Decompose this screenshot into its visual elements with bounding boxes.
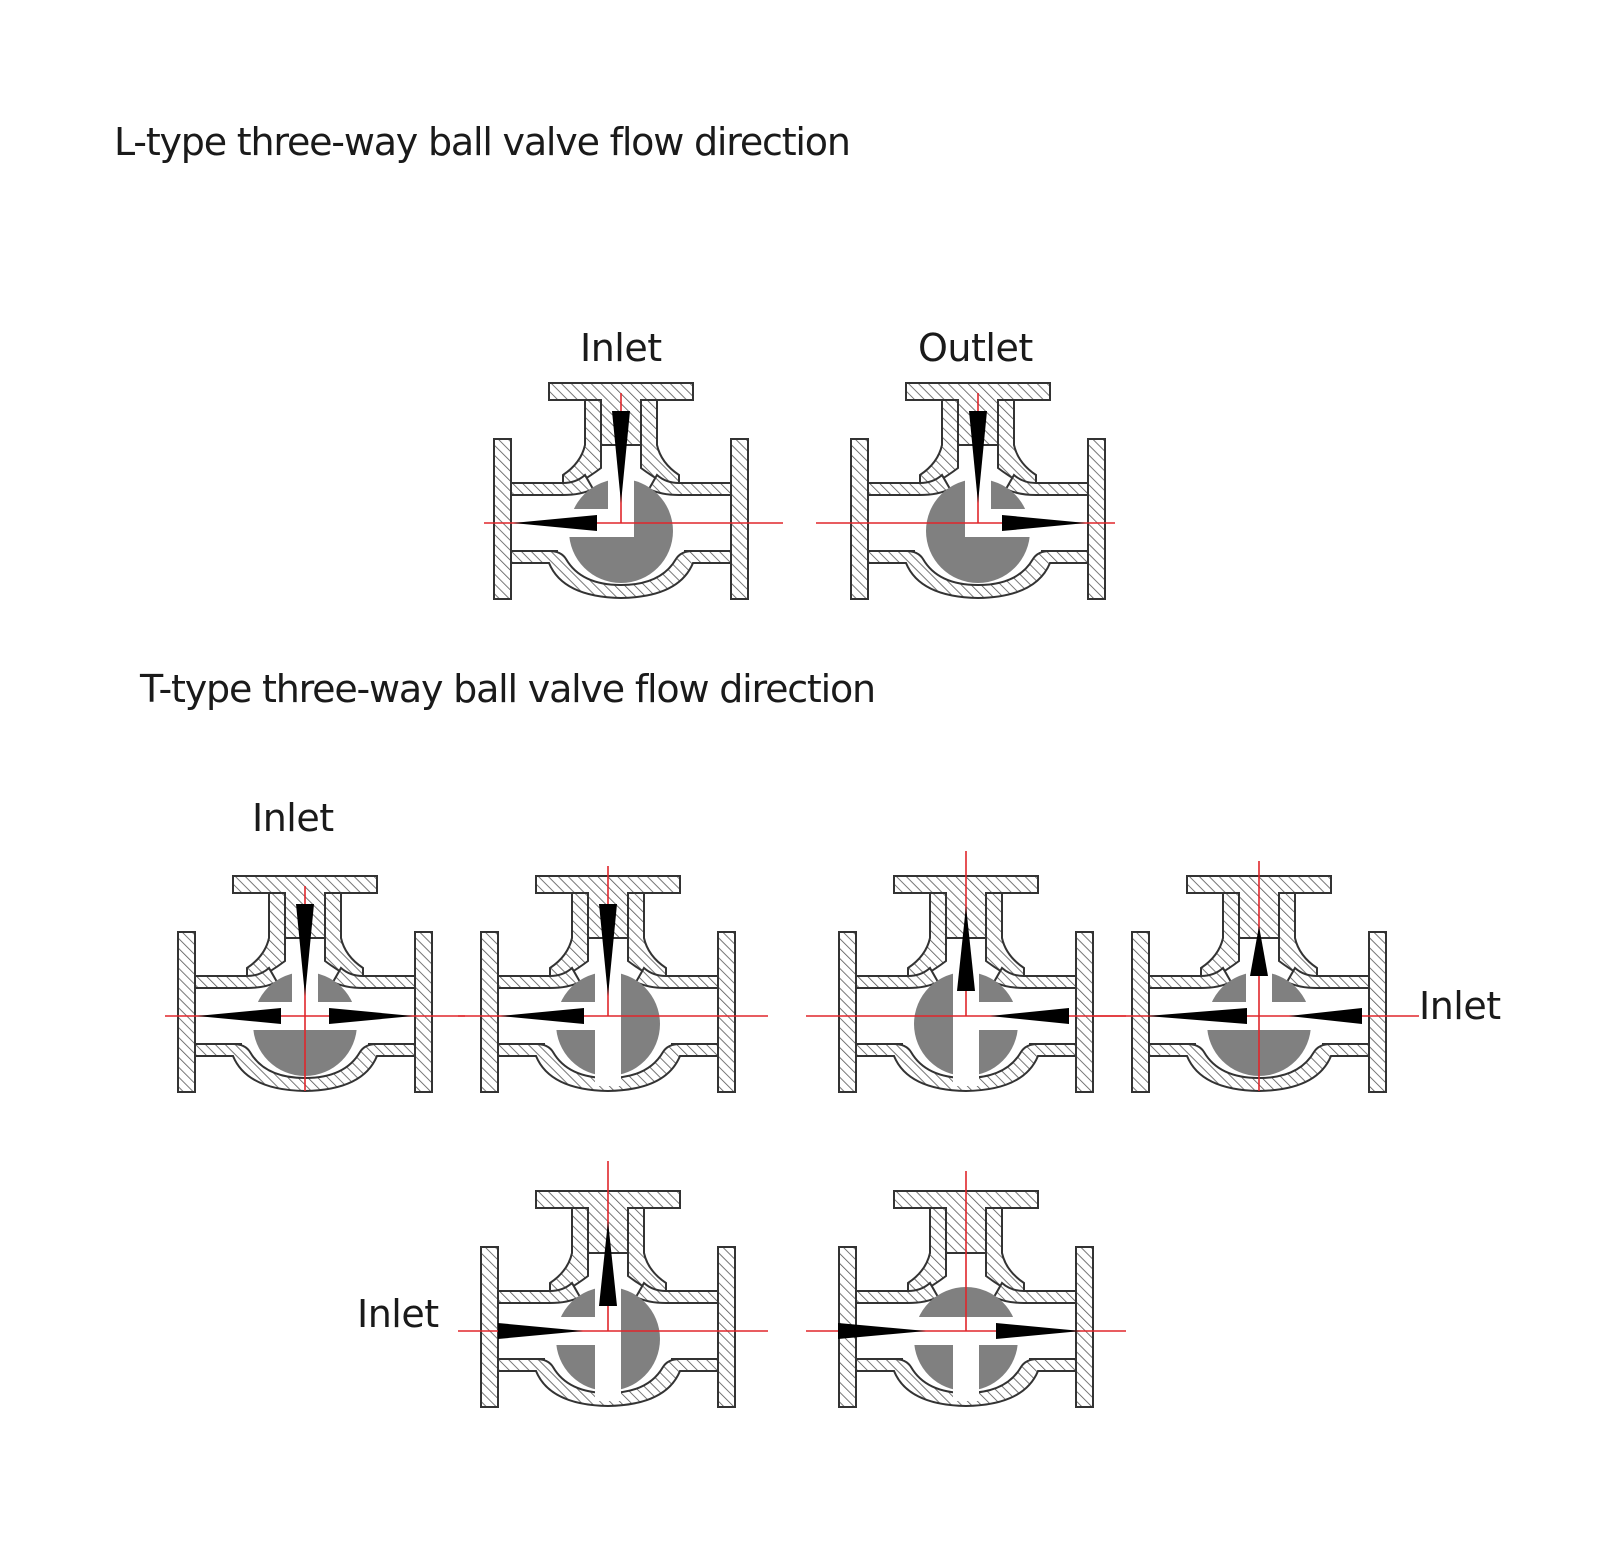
l-valve-outlet-right-flange: [1041, 438, 1106, 600]
t-valve-1-inlet-label: Inlet: [252, 796, 334, 840]
t-valve-5: [458, 1161, 768, 1408]
t-valve-4-arrow-left-1: [1147, 1008, 1247, 1024]
t-valve-2-lower-bowl: [497, 1043, 719, 1093]
t-valve-1-right-flange: [368, 931, 433, 1093]
l-valve-inlet-label: Inlet: [580, 326, 662, 370]
t-valve-1-arrow-2: [329, 1008, 413, 1024]
t-valve-4-lower-bowl: [1148, 1043, 1370, 1093]
t-type-heading: T-type three-way ball valve flow directi…: [140, 667, 876, 711]
t-valve-6-ball: [906, 1287, 1026, 1401]
t-valve-2-arrow-1: [500, 1008, 584, 1024]
t-valve-5-arrow-0: [599, 1221, 617, 1306]
l-valve-inlet: [484, 382, 783, 600]
t-valve-3-left-flange: [838, 931, 903, 1093]
t-valve-3-arrow-0: [957, 906, 975, 991]
t-valve-5-arrow-1: [498, 1323, 583, 1339]
t-valve-3-arrow-1: [990, 1008, 1069, 1024]
l-valve-outlet-arrow-1: [1002, 515, 1086, 531]
t-valve-2-arrow-0: [599, 904, 617, 996]
t-valve-1-arrow-1: [197, 1008, 281, 1024]
l-valve-inlet-left-flange: [493, 438, 558, 600]
t-valve-2-right-flange: [671, 931, 736, 1093]
l-valve-outlet-lower-bowl: [867, 550, 1089, 600]
l-valve-inlet-arrow-0: [612, 411, 630, 503]
l-type-heading: L-type three-way ball valve flow directi…: [114, 120, 851, 164]
t-valve-1: [165, 875, 465, 1093]
t-valve-5-right-flange: [671, 1246, 736, 1408]
l-valve-inlet-lower-bowl: [510, 550, 732, 600]
t-valve-5-inlet-label: Inlet: [357, 1292, 439, 1336]
t-valve-3: [806, 851, 1126, 1093]
t-valve-1-arrow-0: [296, 904, 314, 996]
t-valve-4-left-flange: [1131, 931, 1196, 1093]
t-valve-5-lower-bowl: [497, 1358, 719, 1408]
t-valve-2: [458, 866, 768, 1093]
l-valve-inlet-arrow-1: [513, 515, 597, 531]
t-valve-1-left-flange: [177, 931, 242, 1093]
t-valve-6-arrow-right-2: [996, 1323, 1081, 1339]
t-valve-4-inlet-label: Inlet: [1419, 984, 1501, 1028]
t-valve-6-arrow-right-1: [838, 1323, 926, 1339]
t-valve-3-lower-bowl: [855, 1043, 1077, 1093]
l-valve-outlet-label: Outlet: [918, 326, 1033, 370]
l-valve-inlet-right-flange: [684, 438, 749, 600]
l-valve-outlet: [816, 382, 1115, 600]
t-valve-4-arrow-up: [1250, 926, 1268, 976]
t-valve-6-lower-bowl: [855, 1358, 1077, 1408]
t-valve-6-right-flange: [1029, 1246, 1094, 1408]
l-valve-outlet-left-flange: [850, 438, 915, 600]
t-valve-4: [1094, 861, 1419, 1093]
t-valve-1-lower-bowl: [194, 1043, 416, 1093]
t-valve-6: [806, 1171, 1126, 1408]
t-valve-4-arrow-left-2: [1289, 1008, 1362, 1024]
l-valve-outlet-arrow-0: [969, 411, 987, 503]
t-valve-2-left-flange: [480, 931, 545, 1093]
